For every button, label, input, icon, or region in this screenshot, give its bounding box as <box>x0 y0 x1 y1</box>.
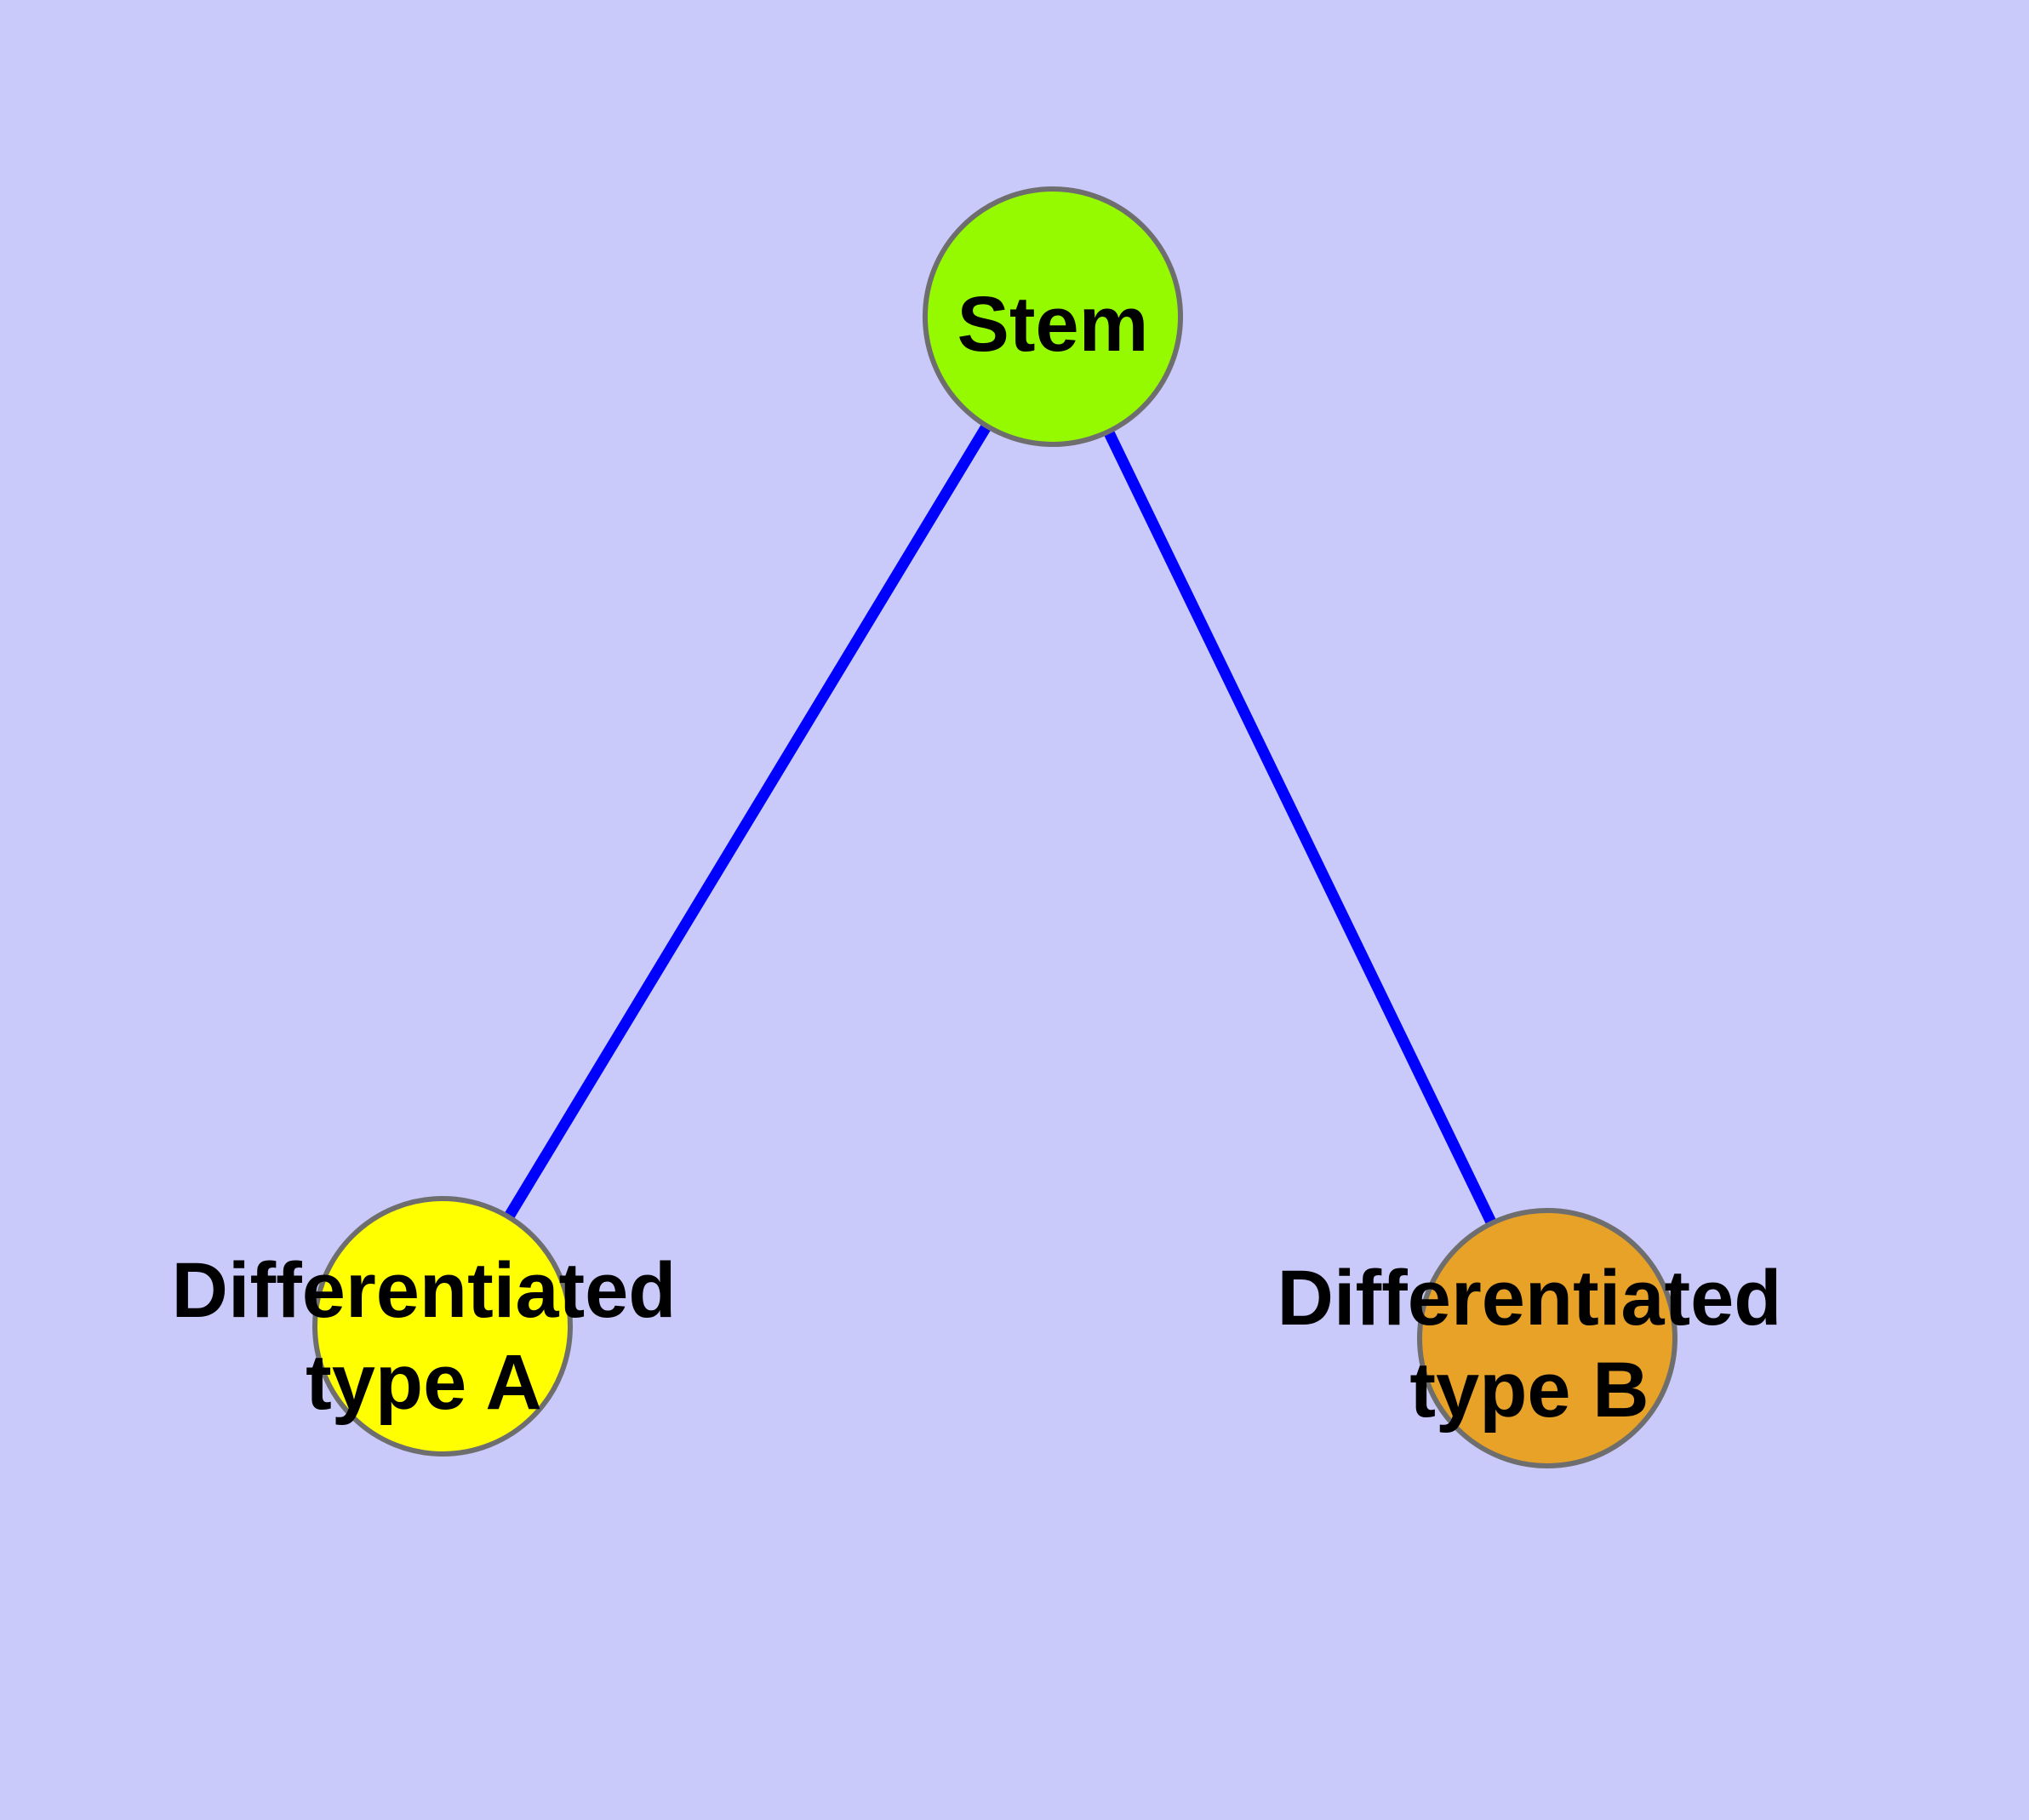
node-type-b-label-line1: Differentiated <box>1277 1255 1782 1342</box>
node-type-b-circle <box>1417 1208 1677 1468</box>
node-stem-label: Stem <box>957 281 1149 368</box>
node-type-a-label-line2: type A <box>306 1339 542 1426</box>
node-type-b-label-line2: type B <box>1409 1347 1649 1434</box>
node-type-a-circle <box>312 1196 573 1457</box>
node-type-a-label-line1: Differentiated <box>172 1247 677 1334</box>
edge-stem-to-type-a <box>437 313 1058 1330</box>
node-stem-circle <box>923 186 1183 447</box>
edge-stem-to-type-b <box>1048 314 1552 1341</box>
